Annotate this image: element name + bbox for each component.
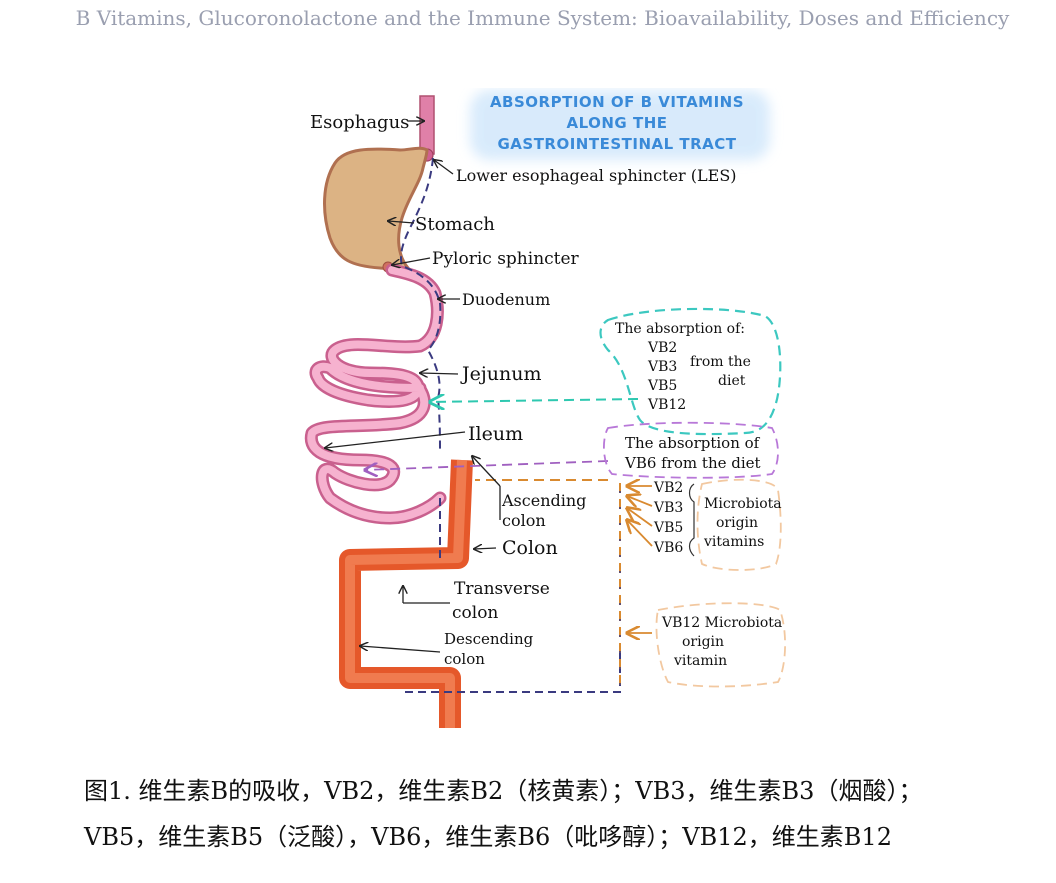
diet-absorption-line bbox=[430, 399, 639, 402]
label-transverse-1: Transverse bbox=[454, 579, 550, 599]
label-jejunum: Jejunum bbox=[460, 363, 541, 385]
svg-text:from the: from the bbox=[690, 354, 751, 370]
microbiota-vitamins-box: VB2 VB3 VB5 VB6 Microbiota origin vitami… bbox=[653, 478, 782, 571]
caption-line-1: 图1. 维生素B的吸收，VB2，维生素B2（核黄素）；VB3，维生素B3（烟酸）… bbox=[84, 777, 923, 805]
stomach-shape bbox=[323, 146, 429, 270]
svg-text:VB6: VB6 bbox=[653, 540, 683, 556]
label-les: Lower esophageal sphincter (LES) bbox=[456, 166, 737, 185]
label-colon: Colon bbox=[502, 537, 558, 559]
svg-text:VB12: VB12 bbox=[647, 397, 686, 413]
structure-labels: Esophagus Lower esophageal sphincter (LE… bbox=[310, 112, 737, 668]
microbiota-line bbox=[475, 479, 621, 688]
svg-text:VB12 Microbiota: VB12 Microbiota bbox=[661, 615, 782, 631]
svg-text:VB2: VB2 bbox=[647, 340, 677, 356]
label-pyloric: Pyloric sphincter bbox=[432, 249, 580, 269]
label-esophagus: Esophagus bbox=[310, 112, 409, 133]
figure-title: ABSORPTION OF B VITAMINS ALONG THE GASTR… bbox=[470, 90, 770, 160]
label-stomach: Stomach bbox=[415, 214, 495, 235]
svg-text:origin: origin bbox=[682, 634, 724, 650]
svg-text:GASTROINTESTINAL TRACT: GASTROINTESTINAL TRACT bbox=[497, 135, 736, 153]
svg-text:VB3: VB3 bbox=[653, 500, 683, 516]
svg-text:The absorption of:: The absorption of: bbox=[615, 321, 745, 337]
label-ascending-2: colon bbox=[502, 511, 546, 530]
svg-text:ALONG THE: ALONG THE bbox=[566, 114, 667, 132]
gi-tract-figure: ABSORPTION OF B VITAMINS ALONG THE GASTR… bbox=[290, 88, 800, 733]
svg-text:vitamins: vitamins bbox=[703, 534, 764, 550]
label-arrows bbox=[325, 121, 501, 653]
label-ascending-1: Ascending bbox=[501, 491, 586, 510]
label-descending-1: Descending bbox=[444, 630, 534, 648]
svg-text:VB3: VB3 bbox=[647, 359, 677, 375]
label-transverse-2: colon bbox=[452, 603, 498, 623]
diet-absorption-box: The absorption of: VB2 VB3 VB5 VB12 from… bbox=[599, 307, 782, 436]
svg-text:origin: origin bbox=[716, 515, 758, 531]
svg-text:VB5: VB5 bbox=[653, 520, 683, 536]
vb12-microbiota-box: VB12 Microbiota origin vitamin bbox=[655, 602, 786, 688]
svg-text:Microbiota: Microbiota bbox=[704, 496, 782, 512]
label-descending-2: colon bbox=[444, 650, 485, 668]
caption-line-2: VB5，维生素B5（泛酸），VB6，维生素B6（吡哆醇）；VB12，维生素B12 bbox=[84, 823, 892, 851]
label-duodenum: Duodenum bbox=[462, 290, 550, 309]
svg-text:VB5: VB5 bbox=[647, 378, 677, 394]
svg-text:ABSORPTION OF B VITAMINS: ABSORPTION OF B VITAMINS bbox=[490, 93, 744, 111]
svg-text:vitamin: vitamin bbox=[673, 653, 727, 669]
figure-caption: 图1. 维生素B的吸收，VB2，维生素B2（核黄素）；VB3，维生素B3（烟酸）… bbox=[84, 768, 1014, 860]
microbiota-arrows bbox=[627, 486, 653, 633]
svg-text:VB6 from the diet: VB6 from the diet bbox=[624, 454, 761, 472]
article-header: B Vitamins, Glucoronolactone and the Imm… bbox=[75, 6, 1010, 30]
vb6-absorption-line bbox=[365, 460, 609, 470]
vb6-absorption-box: The absorption of VB6 from the diet bbox=[603, 421, 779, 479]
svg-text:diet: diet bbox=[718, 373, 746, 389]
svg-text:VB2: VB2 bbox=[653, 480, 683, 496]
label-ileum: Ileum bbox=[468, 423, 523, 445]
svg-text:The absorption of: The absorption of bbox=[625, 434, 761, 452]
